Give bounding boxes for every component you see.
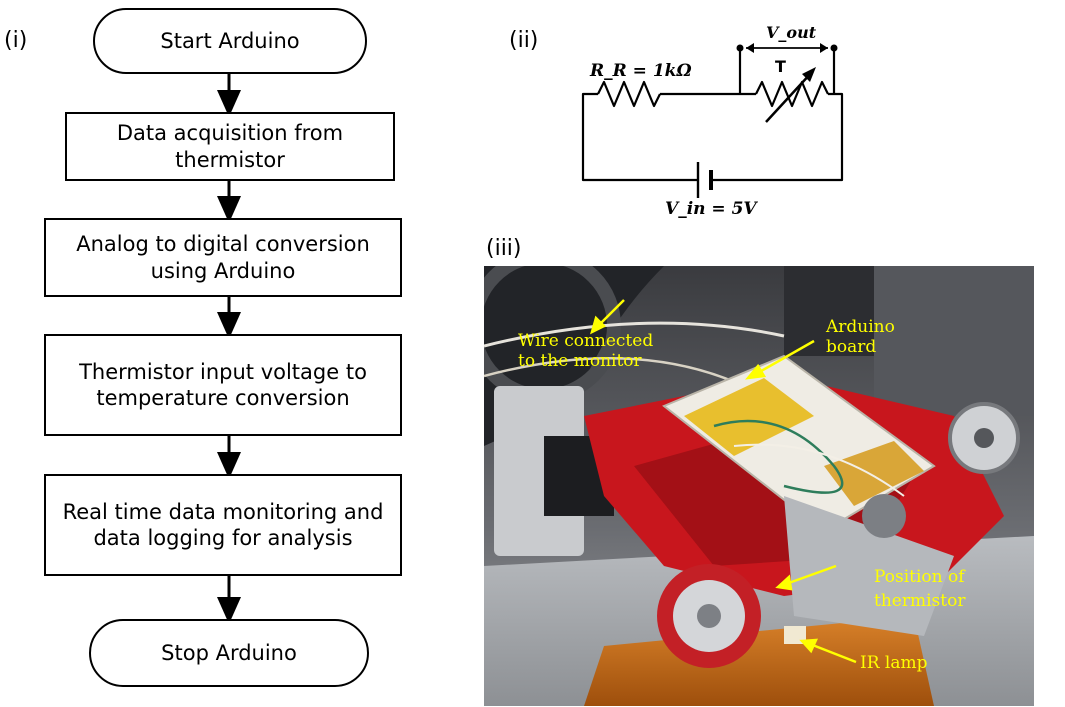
photo-cable bbox=[484, 357, 745, 388]
flowchart-stop-terminal: Stop Arduino bbox=[89, 619, 369, 687]
vout-arrowhead-left bbox=[746, 43, 754, 53]
circuit-wire bbox=[581, 92, 698, 182]
experimental-setup-photo: Wire connected to the monitor Arduino bo… bbox=[484, 266, 1034, 706]
photo-roller-hub bbox=[974, 428, 994, 448]
annotation-arrowhead bbox=[745, 363, 767, 380]
annotation-wire-line1: Wire connected bbox=[518, 331, 653, 351]
photo-ir-lamp bbox=[784, 626, 806, 644]
photo-cable bbox=[484, 321, 785, 348]
thermistor-label: T bbox=[775, 57, 786, 76]
photo-tape-yellow bbox=[684, 378, 814, 456]
photo-sensor-port bbox=[862, 494, 906, 538]
flowchart-start-terminal: Start Arduino bbox=[93, 8, 367, 74]
photo-machinery bbox=[784, 266, 874, 356]
circuit-diagram: R_R = 1kΩ T V_out V_in = 5V bbox=[581, 23, 844, 219]
panel-label-iii: (iii) bbox=[486, 236, 522, 261]
thermistor-arrowhead bbox=[802, 67, 816, 82]
flowchart-step-data-acquisition: Data acquisition from thermistor bbox=[65, 112, 395, 181]
annotation-arduino-line1: Arduino bbox=[825, 317, 895, 337]
flowchart-step-adc-conversion: Analog to digital conversion using Ardui… bbox=[44, 218, 402, 297]
annotation-arrowhead bbox=[590, 315, 607, 335]
vout-label: V_out bbox=[766, 23, 817, 42]
vout-terminal-dot bbox=[736, 44, 744, 52]
annotation-arrow-arduino bbox=[755, 339, 815, 376]
annotation-wire-line2: to the monitor bbox=[518, 351, 643, 371]
thermistor-variable-arrow bbox=[765, 71, 813, 123]
photo-kapton-tape bbox=[584, 616, 934, 706]
photo-tape-orange bbox=[824, 441, 924, 506]
annotation-arrow-wire bbox=[597, 299, 625, 327]
flowchart-connectors bbox=[217, 74, 241, 624]
photo-wire bbox=[733, 443, 905, 497]
vin-label: V_in = 5V bbox=[665, 199, 758, 219]
annotation-thermistor-line1: Position of bbox=[874, 567, 966, 587]
photo-sensor-housing bbox=[784, 496, 954, 636]
annotation-arrowhead bbox=[799, 638, 819, 654]
annotation-arrow-ir-lamp bbox=[809, 642, 857, 664]
resistor-symbol bbox=[597, 80, 661, 108]
circuit-wire bbox=[711, 92, 844, 182]
annotation-thermistor-line2: thermistor bbox=[874, 591, 966, 611]
photo-machinery bbox=[874, 266, 1034, 416]
panel-label-i: (i) bbox=[4, 28, 28, 53]
thermistor-symbol bbox=[755, 80, 829, 108]
photo-wheel-hub bbox=[697, 604, 721, 628]
annotation-arrow-thermistor bbox=[785, 564, 837, 586]
photo-wire bbox=[713, 419, 844, 494]
annotation-ir-lamp: IR lamp bbox=[860, 653, 928, 673]
vout-arrowhead-right bbox=[820, 43, 828, 53]
flowchart-step-monitoring-logging: Real time data monitoring and data loggi… bbox=[44, 474, 402, 576]
resistor-label: R_R = 1kΩ bbox=[589, 61, 692, 81]
panel-label-ii: (ii) bbox=[509, 28, 539, 53]
flowchart-step-temperature-conversion: Thermistor input voltage to temperature … bbox=[44, 334, 402, 436]
annotation-arduino-line2: board bbox=[826, 337, 876, 357]
vout-terminal-dot bbox=[830, 44, 838, 52]
annotation-arrowhead bbox=[775, 574, 793, 591]
